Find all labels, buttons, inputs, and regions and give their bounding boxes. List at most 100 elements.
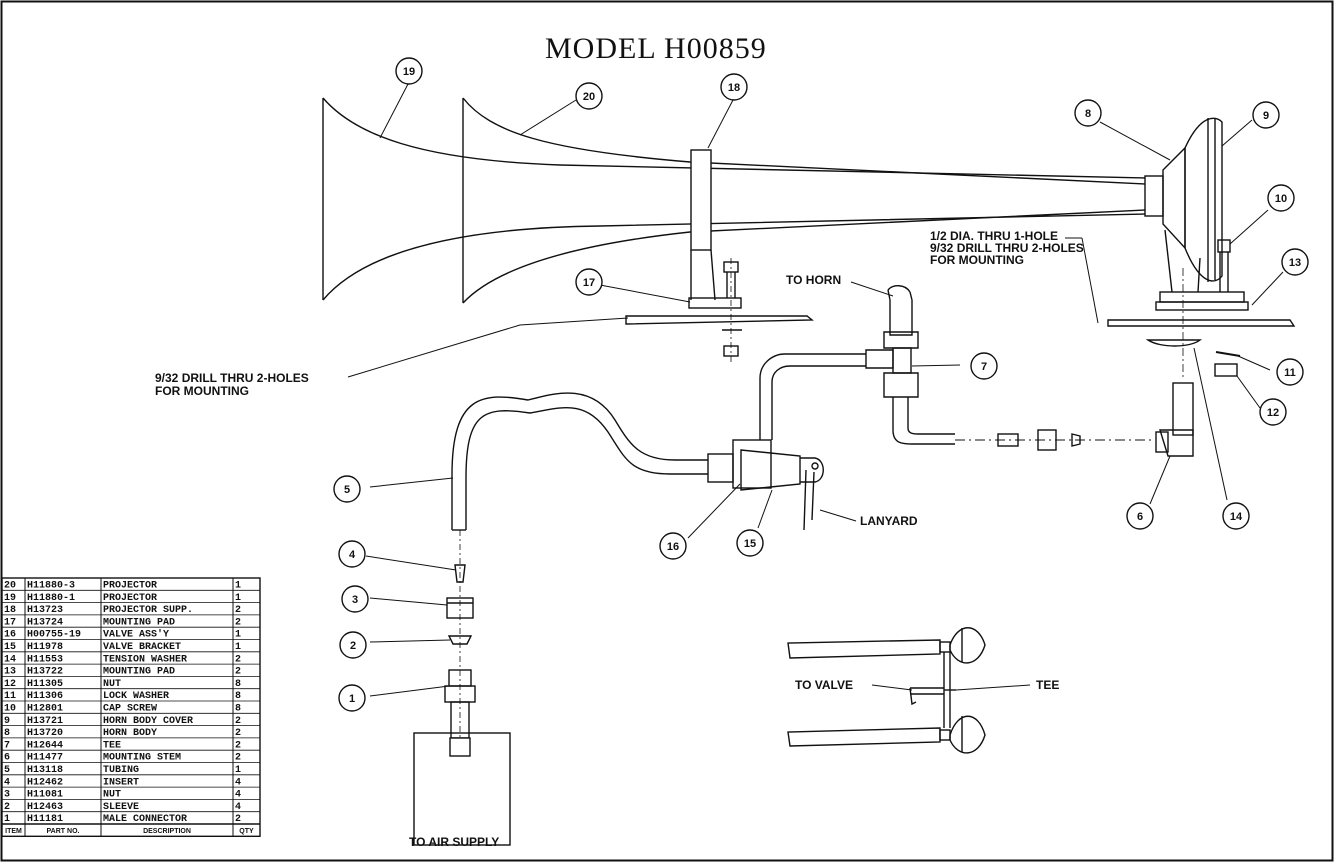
callout-13 <box>1281 248 1309 276</box>
bom-row: 20 H11880-3 PROJECTOR 1 <box>4 581 241 592</box>
callouts <box>333 57 1309 712</box>
drawing-title: MODEL H00859 <box>545 32 767 65</box>
bom-cell: HORN BODY COVER <box>103 716 193 727</box>
callout-8 <box>1074 99 1102 127</box>
callout-label: 5 <box>344 484 350 496</box>
bom-cell: HORN BODY <box>103 728 157 739</box>
note-hole-main-2: 9/32 DRILL THRU 2-HOLES <box>930 241 1084 255</box>
note-lanyard: LANYARD <box>860 514 918 528</box>
bom-cell: H11305 <box>27 679 63 690</box>
bom-cell: MOUNTING PAD <box>103 667 175 678</box>
callout-label: 12 <box>1267 407 1279 419</box>
bom-cell: TENSION WASHER <box>103 654 187 665</box>
bom-cell: NUT <box>103 790 121 801</box>
bom-cell: H11477 <box>27 753 63 764</box>
bom-cell: TUBING <box>103 765 139 776</box>
bom-cell: H13724 <box>27 617 63 628</box>
bom-header: PART NO. <box>47 828 80 835</box>
bom-frame <box>1 577 261 837</box>
callout-14 <box>1222 502 1250 530</box>
bom-cell: PROJECTOR <box>103 593 157 604</box>
note-to-air-supply: TO AIR SUPPLY <box>409 835 499 849</box>
bom-cell: 16 <box>4 630 16 641</box>
callout-label: 11 <box>1284 367 1296 379</box>
bom-cell: VALVE BRACKET <box>103 642 181 653</box>
bom-cell: H11978 <box>27 642 63 653</box>
bom-cell: 1 <box>235 581 241 592</box>
bom-cell: H11553 <box>27 654 63 665</box>
note-tee: TEE <box>1036 678 1059 692</box>
callout-label: 4 <box>349 549 356 561</box>
bom-cell: MOUNTING STEM <box>103 753 181 764</box>
callout-label: 1 <box>349 693 355 705</box>
callout-12 <box>1259 398 1287 426</box>
callout-5 <box>333 475 361 503</box>
projector-19 <box>322 97 1146 179</box>
bom-cell: NUT <box>103 679 121 690</box>
bom-header: ITEM <box>5 828 22 835</box>
valve-nut <box>707 453 734 483</box>
bom-cell: 20 <box>4 581 16 592</box>
callout-label: 13 <box>1289 257 1301 269</box>
bom-cell: 18 <box>4 605 16 616</box>
callout-label: 10 <box>1275 193 1287 205</box>
bom-cell: H11081 <box>27 790 63 801</box>
note-to-valve: TO VALVE <box>795 678 853 692</box>
bom-cell: 14 <box>4 654 16 665</box>
callout-label: 16 <box>667 541 679 553</box>
bom-cell: 1 <box>235 593 241 604</box>
horn-assembly <box>322 83 1296 846</box>
tee-fitting <box>889 300 913 336</box>
bom-cell: INSERT <box>103 777 139 788</box>
projector-20-lower <box>462 209 1146 304</box>
callout-label: 9 <box>1263 110 1269 122</box>
horn-body <box>1162 146 1186 250</box>
callout-17 <box>575 268 603 296</box>
bom-cell: 11 <box>4 691 16 702</box>
bom-cell: H12801 <box>27 704 63 715</box>
bom-cell: 15 <box>4 642 16 653</box>
bom-cell: H00755-19 <box>27 630 81 641</box>
callout-6 <box>1126 502 1154 530</box>
bom-cell: 10 <box>4 704 16 715</box>
callout-4 <box>338 540 366 568</box>
projector-20 <box>462 97 1146 185</box>
tension-washer <box>1145 339 1203 347</box>
bom-cell: SLEEVE <box>103 802 139 813</box>
bom-cell: PROJECTOR <box>103 581 157 592</box>
bom-cell: 2 <box>235 740 241 751</box>
bom-cell: H11880-3 <box>27 581 75 592</box>
bom-cell: 8 <box>235 691 241 702</box>
bom-cell: TEE <box>103 740 121 751</box>
projector-19-lower <box>322 213 1146 301</box>
bom-row: 17 H13724 MOUNTING PAD 2 <box>4 617 241 628</box>
callout-label: 2 <box>350 640 356 652</box>
callout-label: 14 <box>1230 511 1243 523</box>
bom-cell: H13722 <box>27 667 63 678</box>
callout-label: 19 <box>403 66 415 78</box>
callout-label: 6 <box>1137 511 1143 523</box>
bom-cell: 12 <box>4 679 16 690</box>
bom-cell: 9 <box>4 716 10 727</box>
bom-cell: H13721 <box>27 716 63 727</box>
bom-cell: 2 <box>235 617 241 628</box>
bom-cell: 1 <box>4 814 10 825</box>
bom-header: QTY <box>239 828 254 835</box>
mounting-plate-right <box>1107 319 1296 327</box>
bom-cell: MALE CONNECTOR <box>103 814 187 825</box>
note-hole-left-2: FOR MOUNTING <box>155 384 249 398</box>
horn-body-cover <box>1184 117 1223 282</box>
bom-cell: 17 <box>4 617 16 628</box>
callout-16 <box>659 532 687 560</box>
bom-cell: H12463 <box>27 802 63 813</box>
bom-cell: 4 <box>4 777 10 788</box>
bom-cell: MOUNTING PAD <box>103 617 175 628</box>
